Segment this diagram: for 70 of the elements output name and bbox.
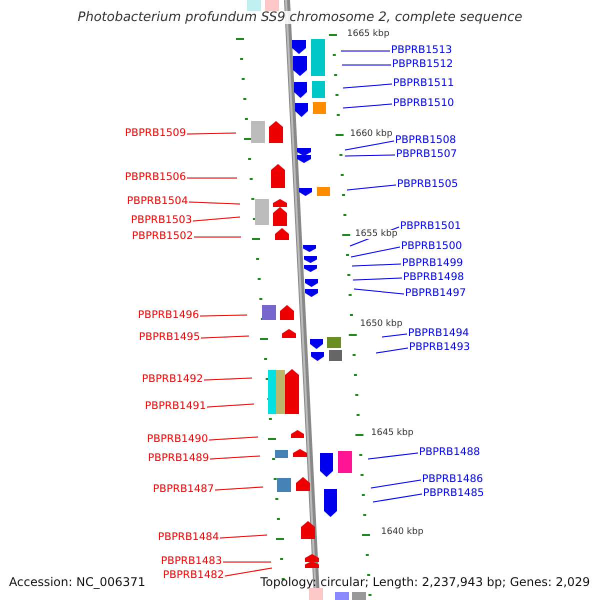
- gene-label: PBPRB1493: [409, 342, 470, 352]
- scale-label: 1640 kbp: [381, 528, 424, 537]
- leader-line: [210, 456, 260, 460]
- gene-label: PBPRB1507: [396, 149, 458, 160]
- leader-line: [340, 50, 390, 52]
- gene-label: PBPRB1489: [148, 453, 209, 464]
- leader-line: [186, 132, 236, 134]
- leader-line: [346, 184, 396, 190]
- gene-label: PBPRB1491: [144, 401, 206, 412]
- leader-line: [192, 216, 240, 222]
- gene-label: PBPRB1497: [405, 288, 466, 298]
- gene-label: PBPRB1505: [397, 179, 458, 190]
- gene-label: PBPRB1490: [146, 434, 208, 444]
- gene-label: PBPRB1488: [419, 447, 480, 458]
- gene-label: PBPRB1501: [400, 221, 462, 232]
- gene-label: PBPRB1492: [142, 374, 203, 384]
- leader-line: [368, 452, 418, 460]
- title: Photobacterium profundum SS9 chromosome 2, complete sequence: [78, 11, 522, 24]
- gene-label: PBPRB1513: [391, 45, 452, 56]
- gene-label: PBPRB1494: [408, 328, 470, 338]
- gene-label: PBPRB1484: [158, 532, 219, 542]
- leader-line: [194, 236, 242, 238]
- gene-label: PBPRB1487: [152, 484, 214, 494]
- gene-label: PBPRB1512: [392, 59, 454, 70]
- scale-label: 1650 kbp: [360, 320, 402, 329]
- leader-line: [352, 278, 402, 280]
- leader-line: [342, 84, 392, 88]
- accession-note: Accession: NC_006371: [9, 576, 146, 588]
- leader-line: [224, 568, 272, 576]
- gene-label: PBPRB1499: [402, 258, 464, 268]
- leader-line: [188, 202, 240, 204]
- gene-label: PBPRB1506: [124, 172, 186, 182]
- leader-line: [204, 378, 252, 380]
- leader-line: [372, 494, 422, 502]
- leader-line: [370, 480, 422, 488]
- leader-line: [350, 246, 400, 258]
- gene-label: PBPRB1504: [126, 196, 188, 206]
- leader-line: [342, 64, 392, 66]
- leader-line: [382, 334, 408, 338]
- topology-note: Topology: circular; Length: 2,237,943 bp; Genes: 2,029: [260, 576, 590, 588]
- leader-line: [220, 534, 268, 538]
- gene-label: PBPRB1502: [132, 231, 193, 242]
- scale-label: 1645 kbp: [371, 429, 414, 438]
- gene-label: PBPRB1485: [423, 488, 484, 498]
- leader-line: [376, 348, 408, 354]
- gene-label: PBPRB1508: [395, 135, 456, 146]
- gene-label: PBPRB1503: [130, 215, 192, 226]
- gene-label: PBPRB1483: [160, 556, 222, 566]
- gene-label: PBPRB1500: [401, 241, 462, 252]
- leader-line: [214, 486, 264, 490]
- gene-label: PBPRB1482: [162, 570, 224, 580]
- gene-label: PBPRB1498: [403, 272, 464, 282]
- gene-label: PBPRB1511: [393, 78, 454, 88]
- gene-label: PBPRB1510: [393, 98, 454, 108]
- leader-line: [342, 104, 392, 108]
- scale-label: 1665 kbp: [347, 30, 390, 39]
- leader-line: [208, 436, 258, 440]
- scale-label: 1660 kbp: [350, 130, 392, 139]
- leader-line: [344, 154, 396, 156]
- leader-line: [200, 336, 250, 338]
- scale-label: 1655 kbp: [355, 230, 398, 239]
- leader-line: [200, 314, 248, 316]
- leader-line: [354, 288, 404, 294]
- leader-line: [352, 264, 402, 266]
- leader-line: [206, 404, 254, 408]
- gene-label: PBPRB1495: [138, 332, 200, 342]
- leader-line: [344, 140, 394, 150]
- gene-label: PBPRB1496: [138, 310, 199, 320]
- gene-label: PBPRB1509: [124, 128, 186, 138]
- gene-label: PBPRB1486: [422, 474, 484, 484]
